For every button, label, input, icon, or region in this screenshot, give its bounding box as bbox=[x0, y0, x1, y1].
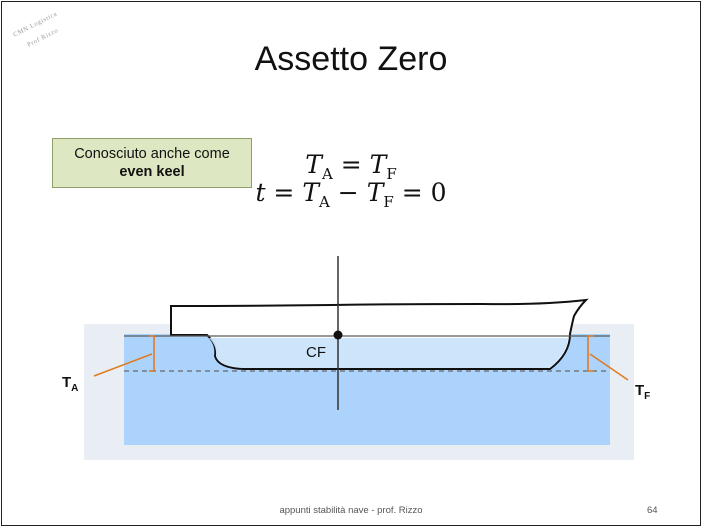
submerged-hull bbox=[209, 338, 568, 368]
aft-draft-bracket bbox=[149, 335, 155, 372]
slide-title: Assetto Zero bbox=[254, 40, 448, 78]
cf-label: CF bbox=[306, 344, 326, 361]
tf-letter: T bbox=[635, 382, 644, 399]
cf-point bbox=[333, 330, 343, 340]
fwd-draft-leader bbox=[589, 353, 629, 381]
formula-trim-zero: t = TA − TF = 0 bbox=[255, 178, 447, 211]
ta-letter: T bbox=[62, 374, 71, 391]
page-number: 64 bbox=[647, 505, 658, 516]
aft-draft-leader bbox=[93, 353, 153, 377]
note-line-2: even keel bbox=[119, 164, 185, 180]
tf-subscript: F bbox=[644, 391, 650, 402]
footer-text: appunti stabilità nave - prof. Rizzo bbox=[279, 505, 423, 516]
fwd-draft-bracket bbox=[587, 335, 594, 372]
formula-equal-draft: TA = TF bbox=[305, 150, 397, 183]
ta-subscript: A bbox=[71, 383, 78, 394]
note-box: Conosciuto anche come even keel bbox=[52, 138, 252, 188]
tf-label: TF bbox=[635, 382, 650, 402]
note-line-1: Conosciuto anche come bbox=[74, 146, 230, 162]
even-keel-diagram: CF TA TF bbox=[62, 256, 650, 460]
ta-label: TA bbox=[62, 374, 78, 394]
